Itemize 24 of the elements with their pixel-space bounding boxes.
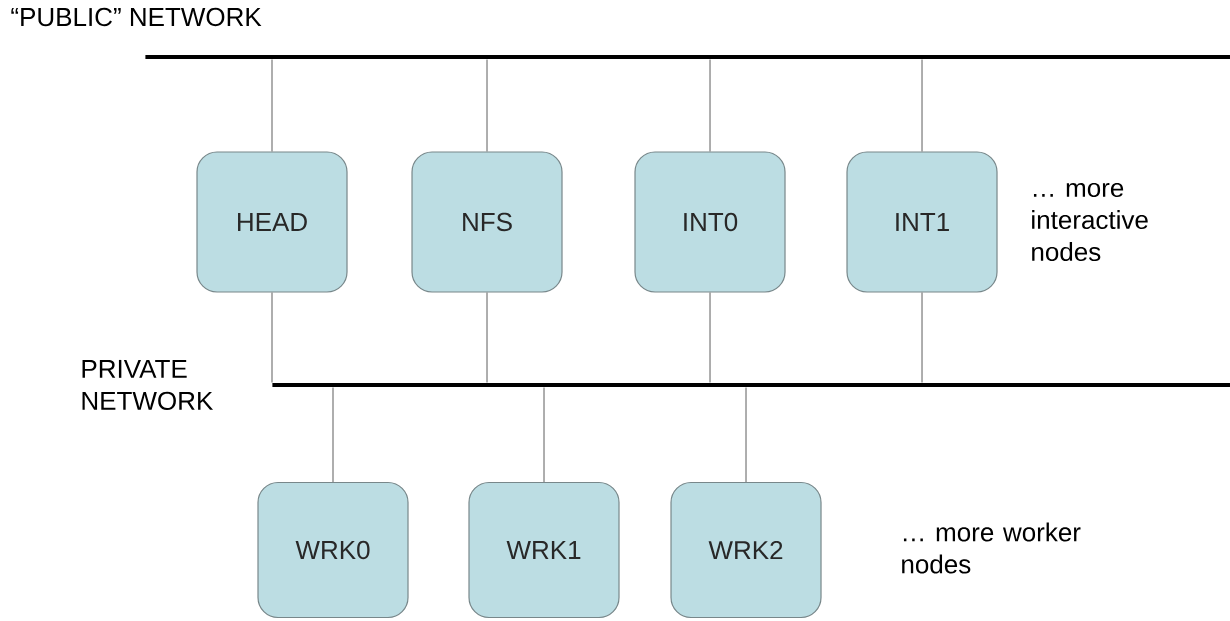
server-box: INT0 (634, 151, 786, 293)
connector-line (921, 58, 923, 152)
node-label: “PUBLIC” NETWORK (11, 7, 262, 27)
connector-line (271, 58, 273, 152)
connector-line (543, 386, 545, 483)
network-bus: “PUBLIC” NETWORK (11, 7, 1230, 59)
server-box: WRK1 (468, 481, 620, 619)
connector-line (486, 292, 488, 384)
network-bus: PRIVATE NETWORK (82, 359, 1230, 411)
connector-line (486, 58, 488, 152)
note-text: … more worker nodes (902, 522, 1081, 574)
server-box: INT1 (846, 151, 998, 293)
note-text: … more interactive nodes (1032, 182, 1148, 262)
server-box: NFS (411, 151, 563, 293)
node-label: PRIVATE NETWORK (82, 359, 214, 411)
connector-line (745, 386, 747, 483)
connector-line (709, 58, 711, 152)
connector-line (332, 386, 334, 483)
server-box: WRK0 (257, 481, 409, 619)
connector-line (271, 292, 273, 384)
connector-line (921, 292, 923, 384)
connector-line (709, 292, 711, 384)
server-box: WRK2 (670, 481, 822, 619)
server-box: HEAD (196, 151, 348, 293)
